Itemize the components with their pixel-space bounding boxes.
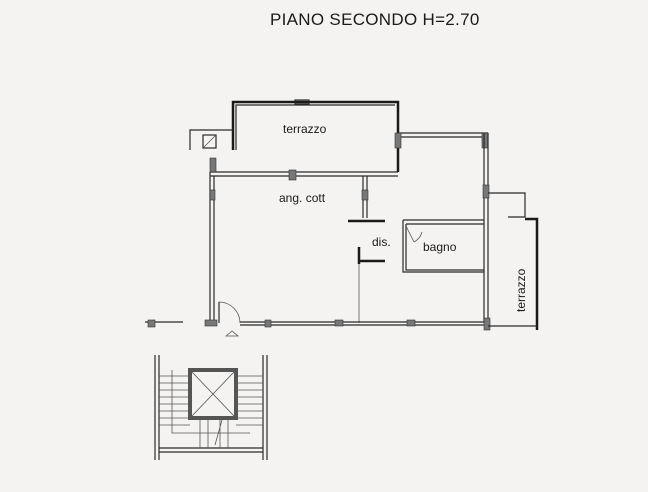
walls [145,99,539,337]
elevator-shaft [188,368,238,420]
room-labels: terrazzo ang. cott dis. bagno terrazzo [279,122,528,312]
room-label-terrazzo-right: terrazzo [514,268,528,312]
room-label-kitchen: ang. cott [279,191,326,205]
plan-title: PIANO SECONDO H=2.70 [270,10,480,29]
window [294,99,310,105]
room-label-bagno: bagno [423,240,457,254]
room-label-dis: dis. [372,235,391,249]
vent-shaft [202,134,217,149]
staircase [154,355,268,460]
room-label-terrazzo-top: terrazzo [283,122,327,136]
